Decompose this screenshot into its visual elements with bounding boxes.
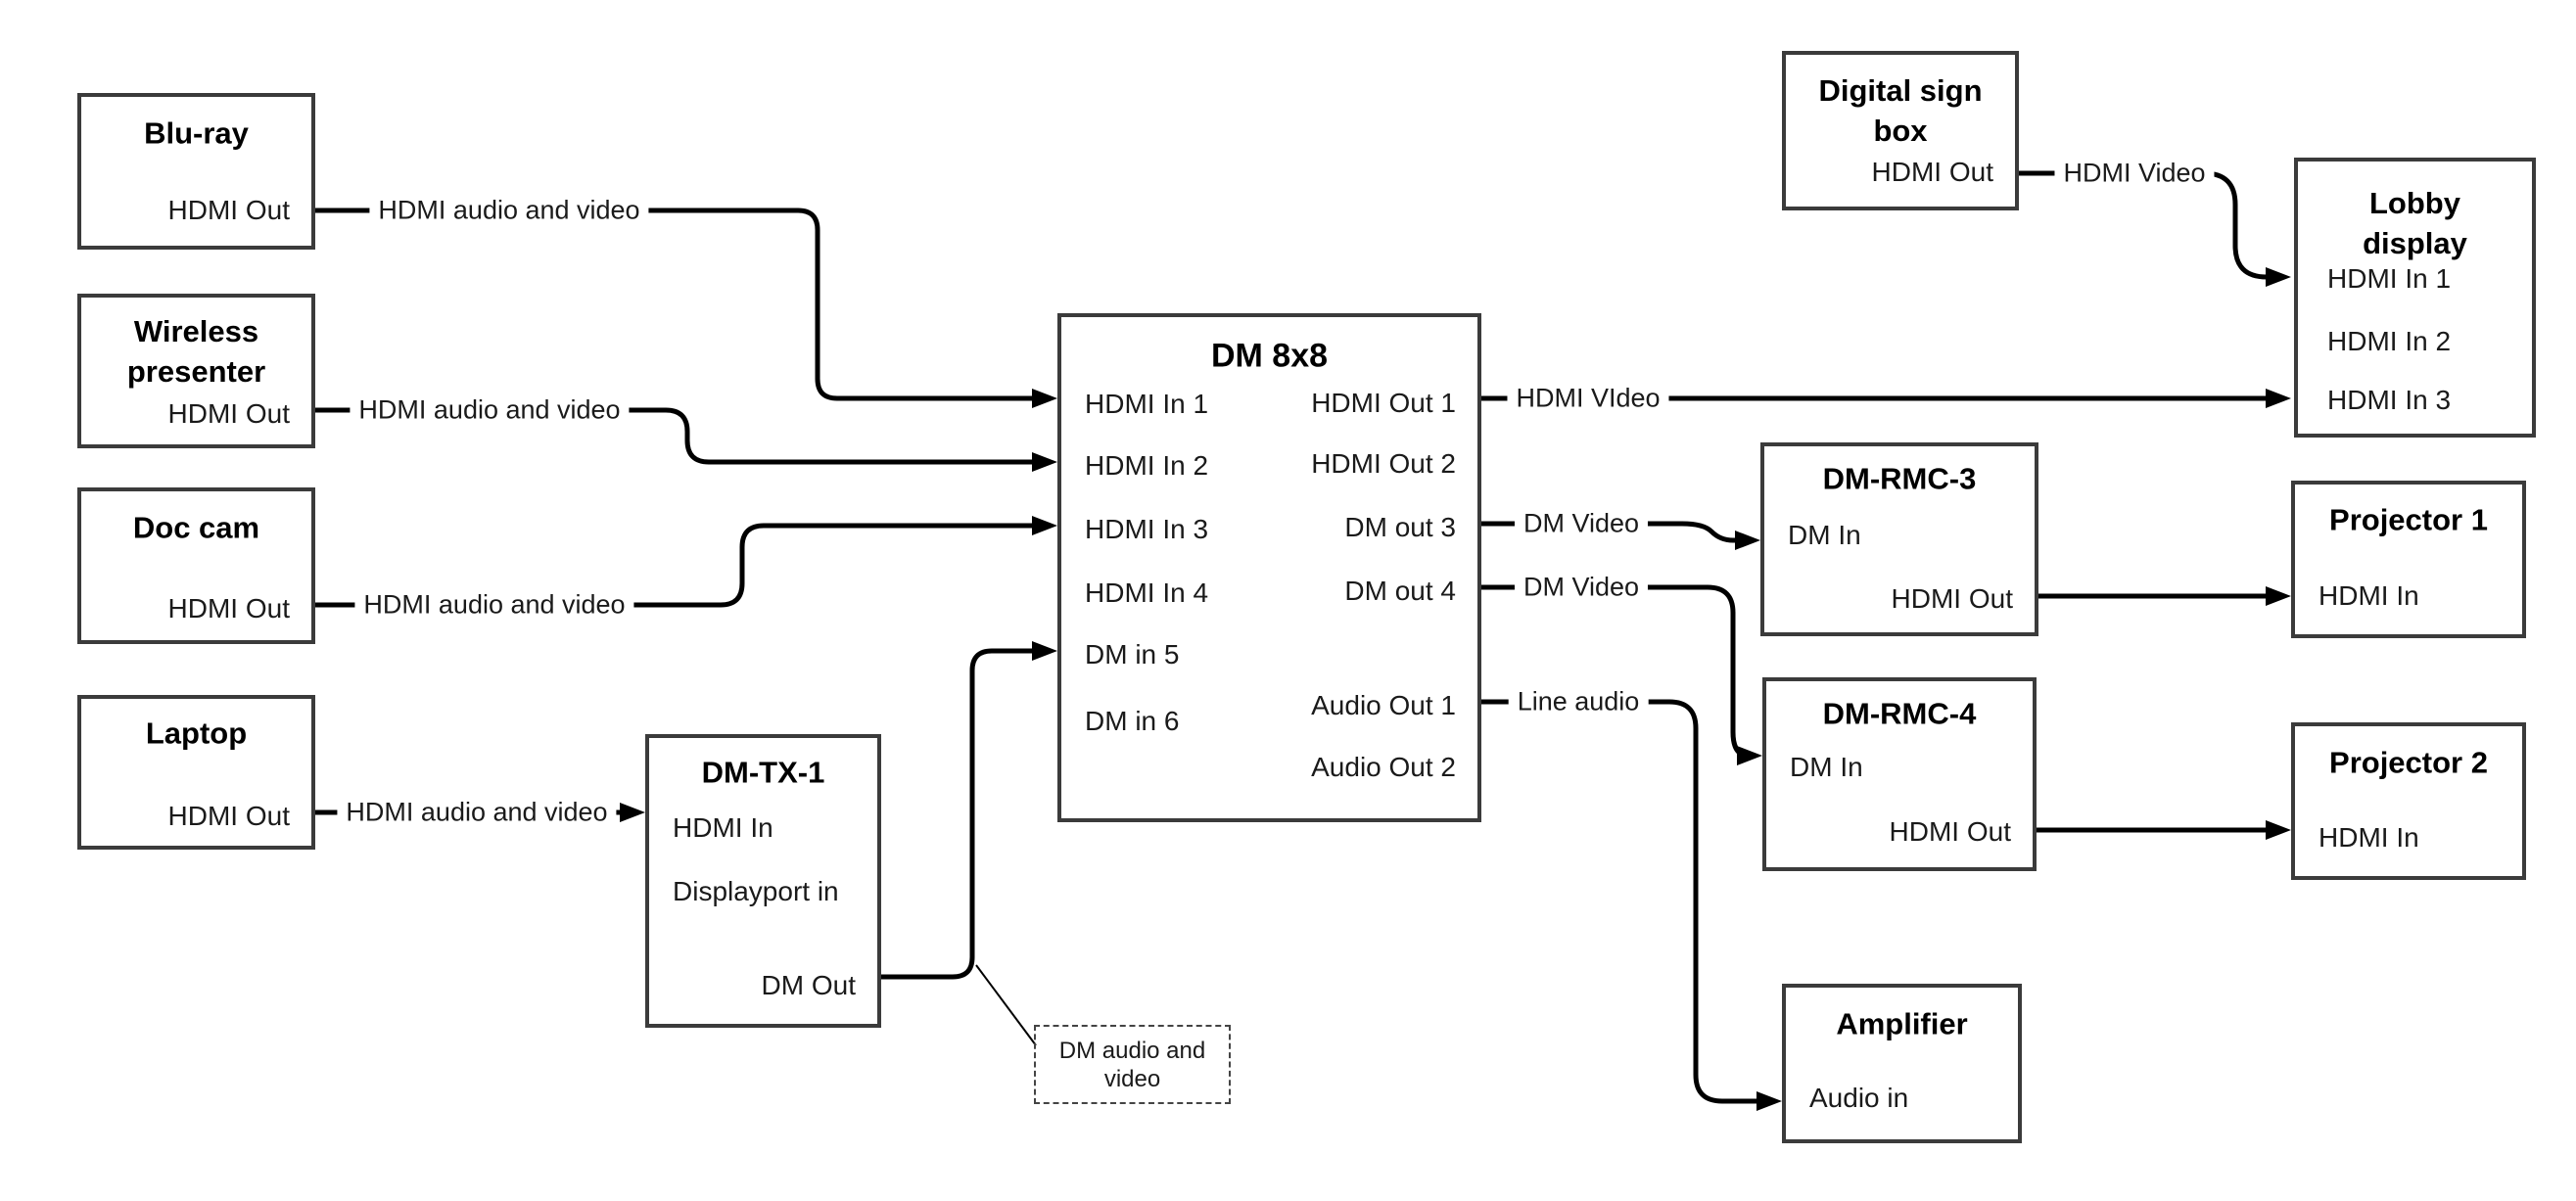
- port-hdmi-out: HDMI Out: [1889, 816, 2011, 847]
- wire-doccam-to-hdmi-in-3: [315, 523, 1042, 608]
- wire-label-dm-video-out3: DM Video: [1514, 508, 1649, 539]
- node-amplifier: Amplifier Audio in: [1782, 984, 2022, 1143]
- port-dm-out-3: DM out 3: [1344, 512, 1456, 542]
- port-hdmi-out: HDMI Out: [167, 195, 290, 225]
- node-title: Blu-ray: [144, 115, 249, 151]
- port-dm-in: DM In: [1790, 752, 1863, 782]
- port-hdmi-in-4: HDMI In 4: [1085, 577, 1209, 608]
- arrowhead-rmc4-dm-in: [1737, 746, 1762, 765]
- node-title: Wireless presenter: [81, 311, 311, 392]
- port-displayport-in: Displayport in: [673, 876, 839, 906]
- wire-digisign-to-lobby: [2019, 170, 2275, 280]
- wire-label-dm-video-out4: DM Video: [1514, 572, 1649, 603]
- annotation-line-1: DM audio and: [1058, 1037, 1206, 1064]
- node-lobby-display: Lobby display HDMI In 1 HDMI In 2 HDMI I…: [2294, 158, 2536, 438]
- port-hdmi-out: HDMI Out: [167, 801, 290, 831]
- arrowhead-lobby-hdmi-in-3: [2266, 389, 2291, 408]
- wire-audio-out-1-to-amp: [1481, 699, 1766, 1104]
- wire-label-hdmi-audio-video-wireless: HDMI audio and video: [350, 394, 630, 426]
- port-audio-in: Audio in: [1809, 1083, 1909, 1113]
- port-hdmi-in-3: HDMI In 3: [2327, 385, 2452, 415]
- arrowhead-rmc3-dm-in: [1735, 531, 1760, 550]
- node-dm-tx-1: DM-TX-1 HDMI In Displayport in DM Out: [645, 734, 881, 1028]
- port-dm-in-5: DM in 5: [1085, 639, 1180, 670]
- port-hdmi-out: HDMI Out: [1871, 157, 1993, 187]
- node-laptop: Laptop HDMI Out: [77, 695, 315, 850]
- wire-label-hdmi-audio-video-laptop: HDMI audio and video: [337, 797, 617, 828]
- arrowhead-dmtx1-hdmi-in: [620, 803, 645, 822]
- port-hdmi-out: HDMI Out: [1891, 583, 2013, 614]
- node-projector-2: Projector 2 HDMI In: [2291, 722, 2526, 880]
- port-hdmi-in: HDMI In: [673, 812, 773, 843]
- node-title: DM-RMC-3: [1822, 461, 1977, 496]
- port-hdmi-in: HDMI In: [2318, 822, 2419, 853]
- node-blu-ray: Blu-ray HDMI Out: [77, 93, 315, 250]
- annotation-text: DM audio and video: [1059, 1037, 1205, 1093]
- port-dm-out-4: DM out 4: [1344, 576, 1456, 606]
- annotation-callout-line: [975, 964, 1037, 1046]
- port-hdmi-out: HDMI Out: [167, 593, 290, 624]
- annotation-line-2: video: [1103, 1065, 1161, 1092]
- title-line-1: Lobby: [2369, 186, 2460, 220]
- port-hdmi-in-1: HDMI In 1: [1085, 389, 1209, 419]
- wire-dmtx1-to-dm-in-5: [881, 648, 1042, 980]
- wire-label-hdmi-audio-video-bluray: HDMI audio and video: [369, 195, 649, 226]
- port-dm-in-6: DM in 6: [1085, 706, 1180, 736]
- arrowhead-proj1-hdmi-in: [2266, 586, 2291, 606]
- node-title: DM-RMC-4: [1822, 696, 1977, 731]
- port-dm-out: DM Out: [761, 970, 856, 1000]
- node-title: Digital sign box: [1786, 70, 2015, 151]
- arrowhead-proj2-hdmi-in: [2266, 820, 2291, 840]
- port-hdmi-in-1: HDMI In 1: [2327, 263, 2452, 294]
- node-dm-8x8-switcher: DM 8x8 HDMI In 1 HDMI In 2 HDMI In 3 HDM…: [1057, 313, 1481, 822]
- node-title: Lobby display: [2298, 183, 2532, 263]
- arrowhead-hdmi-in-2: [1032, 452, 1057, 472]
- node-title: Projector 2: [2329, 745, 2488, 780]
- port-hdmi-out-2: HDMI Out 2: [1311, 448, 1456, 479]
- node-dm-rmc-4: DM-RMC-4 DM In HDMI Out: [1762, 677, 2037, 871]
- wire-label-line-audio: Line audio: [1508, 686, 1649, 717]
- port-hdmi-in: HDMI In: [2318, 580, 2419, 611]
- annotation-dm-audio-and-video: DM audio and video: [1034, 1025, 1231, 1104]
- title-line-2: display: [2363, 226, 2467, 260]
- port-hdmi-in-2: HDMI In 2: [1085, 450, 1209, 481]
- wire-dm-out-4-to-rmc4: [1481, 584, 1750, 759]
- node-projector-1: Projector 1 HDMI In: [2291, 481, 2526, 638]
- node-title: Doc cam: [132, 510, 260, 545]
- node-title: DM-TX-1: [701, 755, 825, 790]
- title-line-2: presenter: [126, 354, 266, 389]
- port-hdmi-in-3: HDMI In 3: [1085, 514, 1209, 544]
- arrowhead-amp-audio-in: [1756, 1091, 1782, 1111]
- port-audio-out-2: Audio Out 2: [1311, 752, 1456, 782]
- port-dm-in: DM In: [1788, 520, 1861, 550]
- node-digital-sign-box: Digital sign box HDMI Out: [1782, 51, 2019, 210]
- title-line-1: Digital sign: [1818, 73, 1983, 108]
- port-audio-out-1: Audio Out 1: [1311, 690, 1456, 720]
- node-dm-rmc-3: DM-RMC-3 DM In HDMI Out: [1760, 442, 2038, 636]
- arrowhead-hdmi-in-1: [1032, 389, 1057, 408]
- wire-wireless-to-hdmi-in-2: [315, 407, 1042, 465]
- node-doc-cam: Doc cam HDMI Out: [77, 487, 315, 644]
- node-title: Amplifier: [1836, 1006, 1968, 1041]
- title-line-2: box: [1873, 114, 1928, 148]
- wire-label-hdmi-video-out1: HDMI VIdeo: [1507, 383, 1669, 414]
- arrowhead-dm-in-5: [1032, 641, 1057, 661]
- port-hdmi-out: HDMI Out: [167, 398, 290, 429]
- port-hdmi-out-1: HDMI Out 1: [1311, 388, 1456, 418]
- node-title: Laptop: [145, 716, 248, 751]
- node-wireless-presenter: Wireless presenter HDMI Out: [77, 294, 315, 448]
- node-title: Projector 1: [2329, 502, 2488, 537]
- arrowhead-hdmi-in-3: [1032, 516, 1057, 535]
- title-line-1: Wireless: [133, 314, 259, 348]
- node-title: DM 8x8: [1210, 337, 1329, 375]
- arrowhead-lobby-hdmi-in-1: [2266, 267, 2291, 287]
- wire-dm-out-3-to-rmc3: [1481, 521, 1745, 543]
- wire-label-hdmi-audio-video-doccam: HDMI audio and video: [354, 589, 634, 621]
- wire-label-hdmi-video-digisign: HDMI Video: [2054, 158, 2215, 189]
- port-hdmi-in-2: HDMI In 2: [2327, 326, 2452, 356]
- wire-bluray-to-hdmi-in-1: [315, 208, 1042, 401]
